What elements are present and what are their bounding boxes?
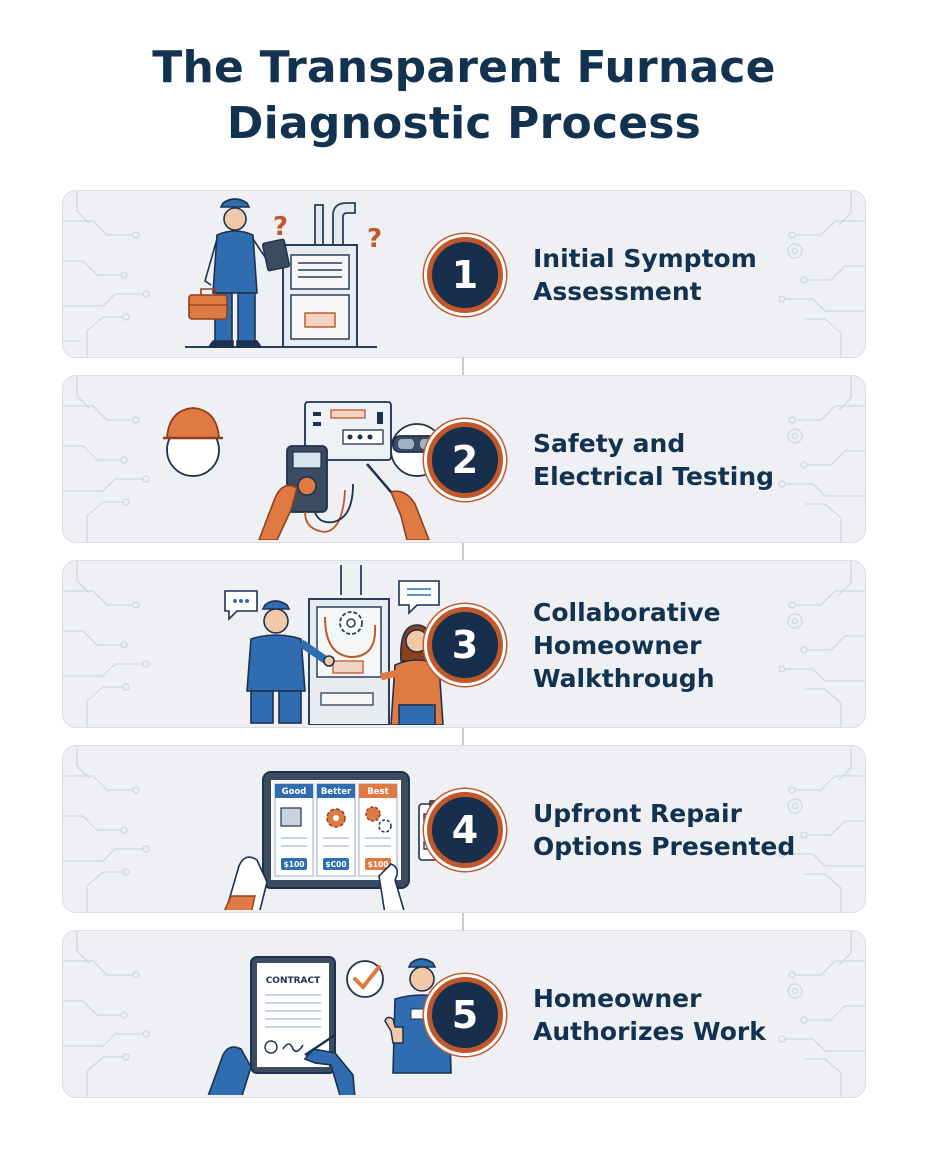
- authorization-illustration: CONTRACT: [207, 956, 452, 1095]
- step-card-2: 2 Safety and Electrical Testing: [62, 375, 866, 543]
- step-number-5: 5: [427, 977, 503, 1053]
- step-label-5: Homeowner Authorizes Work: [533, 931, 853, 1097]
- title-line-2: Diagnostic Process: [226, 98, 702, 149]
- step-number-3: 3: [427, 607, 503, 683]
- step-card-3: 3 Collaborative Homeowner Walkthrough: [62, 560, 866, 728]
- gear-icon: [326, 808, 346, 828]
- speech-bubble-icon: [398, 580, 440, 615]
- question-mark-icon: ? ?: [273, 212, 382, 254]
- furnace-icon: [282, 202, 358, 348]
- step-card-1: ? ? 1 Initial Symptom Assessment: [62, 190, 866, 358]
- walkthrough-illustration: [224, 565, 444, 725]
- circuit-pattern: [63, 931, 150, 1097]
- step-label-1: Initial Symptom Assessment: [533, 191, 853, 357]
- step-label-3: Collaborative Homeowner Walkthrough: [533, 561, 853, 727]
- control-board-icon: [304, 401, 392, 461]
- contract-icon: CONTRACT: [250, 956, 336, 1074]
- step-card-4: Good Better Best $100 $C00 $100: [62, 745, 866, 913]
- technician-furnace-illustration: ? ?: [185, 198, 382, 348]
- price-best: $100: [368, 860, 389, 869]
- tier-better-label: Better: [321, 787, 352, 797]
- page-title: The Transparent Furnace Diagnostic Proce…: [0, 40, 928, 152]
- contract-title: CONTRACT: [266, 976, 321, 986]
- step-label-2: Safety and Electrical Testing: [533, 376, 853, 542]
- gear-icon: [339, 611, 363, 635]
- step-label-line: Homeowner: [533, 984, 702, 1013]
- step-label-4: Upfront Repair Options Presented: [533, 746, 853, 912]
- circuit-pattern: [778, 561, 865, 727]
- circuit-pattern: [63, 376, 150, 542]
- circuit-pattern: [63, 191, 150, 357]
- step-label-line: Options Presented: [533, 832, 796, 861]
- clipboard-icon: [261, 238, 291, 272]
- step-label-line: Authorizes Work: [533, 1017, 766, 1046]
- safety-testing-illustration: [163, 401, 444, 540]
- thumbs-up-icon: [384, 1016, 404, 1044]
- step-label-line: Electrical Testing: [533, 462, 775, 491]
- homeowner-icon: [380, 624, 444, 725]
- repair-options-illustration: Good Better Best $100 $C00 $100: [224, 771, 454, 910]
- speech-bubble-icon: [224, 590, 258, 621]
- technician-icon: [246, 600, 335, 724]
- step-number-1: 1: [427, 237, 503, 313]
- price-good: $100: [284, 860, 305, 869]
- svg-text:?: ?: [367, 224, 382, 254]
- title-line-1: The Transparent Furnace: [152, 42, 776, 93]
- technician-icon: [204, 198, 274, 348]
- step-label-line: Upfront Repair: [533, 799, 742, 828]
- price-better: $C00: [325, 860, 346, 869]
- circuit-pattern: [63, 561, 150, 727]
- multimeter-icon: [286, 445, 354, 533]
- gear-icon: [365, 806, 392, 833]
- step-label-line: Assessment: [533, 277, 702, 306]
- furnace-icon: [308, 565, 390, 725]
- toolbox-icon: [188, 288, 228, 320]
- circuit-pattern: [778, 746, 865, 912]
- step-label-line: Initial Symptom: [533, 244, 757, 273]
- step-card-5: CONTRACT 5 Homeowner Authorizes Work: [62, 930, 866, 1098]
- tier-best-label: Best: [367, 787, 388, 797]
- step-label-line: Safety and: [533, 429, 686, 458]
- step-number-4: 4: [427, 792, 503, 868]
- circuit-pattern: [778, 931, 865, 1097]
- circuit-pattern: [63, 746, 150, 912]
- step-label-line: Walkthrough: [533, 663, 715, 693]
- circuit-pattern: [778, 376, 865, 542]
- checkmark-icon: [346, 960, 384, 998]
- hard-hat-icon: [163, 407, 223, 477]
- step-label-line: Homeowner: [533, 630, 702, 660]
- step-number-2: 2: [427, 422, 503, 498]
- svg-text:?: ?: [273, 212, 288, 242]
- circuit-pattern: [778, 191, 865, 357]
- tier-good-label: Good: [282, 787, 307, 797]
- step-label-line: Collaborative: [533, 597, 721, 627]
